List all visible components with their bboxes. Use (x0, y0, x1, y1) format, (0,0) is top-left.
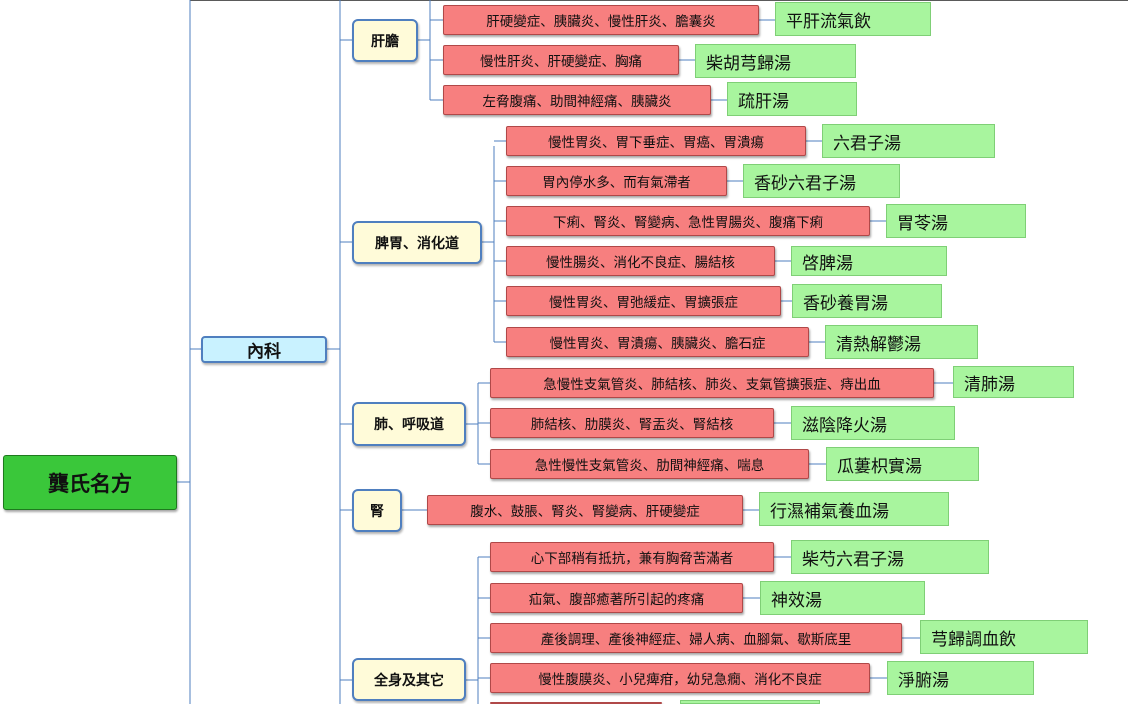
condition-node[interactable]: 下痢、腎炎、腎變病、急性胃腸炎、腹痛下痢 (506, 206, 870, 236)
formula-node[interactable]: 胃苓湯 (886, 204, 1026, 238)
formula-node[interactable]: 平肝流氣飲 (775, 2, 931, 36)
formula-node[interactable]: 行濕補氣養血湯 (759, 492, 949, 526)
formula-node[interactable]: 柴芍六君子湯 (791, 540, 989, 574)
group-node-kidney[interactable]: 腎 (352, 489, 402, 532)
condition-node[interactable]: 疝氣、腹部癒著所引起的疼痛 (490, 583, 743, 613)
formula-node-partial[interactable] (680, 700, 820, 704)
condition-node[interactable]: 慢性腹膜炎、小兒痺疳，幼兒急癇、消化不良症 (490, 663, 870, 693)
category-node-neike[interactable]: 內科 (201, 336, 327, 363)
condition-node[interactable]: 慢性胃炎、胃弛緩症、胃擴張症 (506, 286, 781, 316)
formula-node[interactable]: 淨腑湯 (887, 661, 1034, 695)
root-node[interactable]: 龔氏名方 (3, 455, 177, 510)
formula-node[interactable]: 芎歸調血飲 (920, 620, 1088, 654)
condition-node[interactable]: 產後調理、產後神經症、婦人病、血腳氣、歇斯底里 (490, 623, 902, 653)
formula-node[interactable]: 神效湯 (760, 581, 925, 615)
condition-node[interactable]: 慢性胃炎、胃下垂症、胃癌、胃潰瘍 (506, 126, 806, 156)
condition-node[interactable]: 胃內停水多、而有氣滯者 (506, 166, 727, 196)
formula-node[interactable]: 瓜蔞枳實湯 (826, 447, 979, 481)
condition-node[interactable]: 慢性腸炎、消化不良症、腸結核 (506, 246, 775, 276)
formula-node[interactable]: 清肺湯 (953, 366, 1074, 398)
condition-node[interactable]: 腹水、鼓脹、腎炎、腎變病、肝硬變症 (427, 495, 743, 525)
condition-node[interactable]: 急性慢性支氣管炎、肋間神經痛、喘息 (490, 449, 809, 479)
formula-node[interactable]: 香砂養胃湯 (792, 284, 942, 318)
condition-node[interactable]: 急慢性支氣管炎、肺結核、肺炎、支氣管擴張症、痔出血 (490, 368, 934, 398)
top-divider (190, 0, 1128, 1)
condition-node[interactable]: 慢性肝炎、肝硬變症、胸痛 (443, 45, 679, 75)
group-node-respiratory[interactable]: 肺、呼吸道 (352, 402, 466, 446)
formula-node[interactable]: 清熱解鬱湯 (825, 325, 978, 359)
condition-node[interactable]: 心下部稍有抵抗，兼有胸脅苦滿者 (490, 542, 774, 572)
condition-node[interactable]: 左脅腹痛、助間神經痛、胰臟炎 (443, 85, 711, 115)
group-node-liver[interactable]: 肝膽 (352, 19, 418, 62)
condition-node[interactable]: 肺結核、肋膜炎、腎盂炎、腎結核 (490, 408, 774, 438)
formula-node[interactable]: 六君子湯 (822, 124, 995, 158)
formula-node[interactable]: 柴胡芎歸湯 (695, 44, 856, 78)
condition-node[interactable]: 慢性胃炎、胃潰瘍、胰臟炎、膽石症 (506, 327, 809, 357)
formula-node[interactable]: 疏肝湯 (727, 82, 857, 116)
condition-node[interactable]: 肝硬變症、胰臟炎、慢性肝炎、膽囊炎 (443, 5, 759, 35)
formula-node[interactable]: 啓脾湯 (791, 246, 947, 276)
group-node-digestive[interactable]: 脾胃、消化道 (352, 221, 482, 264)
formula-node[interactable]: 香砂六君子湯 (743, 164, 900, 198)
group-node-general[interactable]: 全身及其它 (352, 658, 466, 701)
formula-node[interactable]: 滋陰降火湯 (791, 406, 955, 440)
